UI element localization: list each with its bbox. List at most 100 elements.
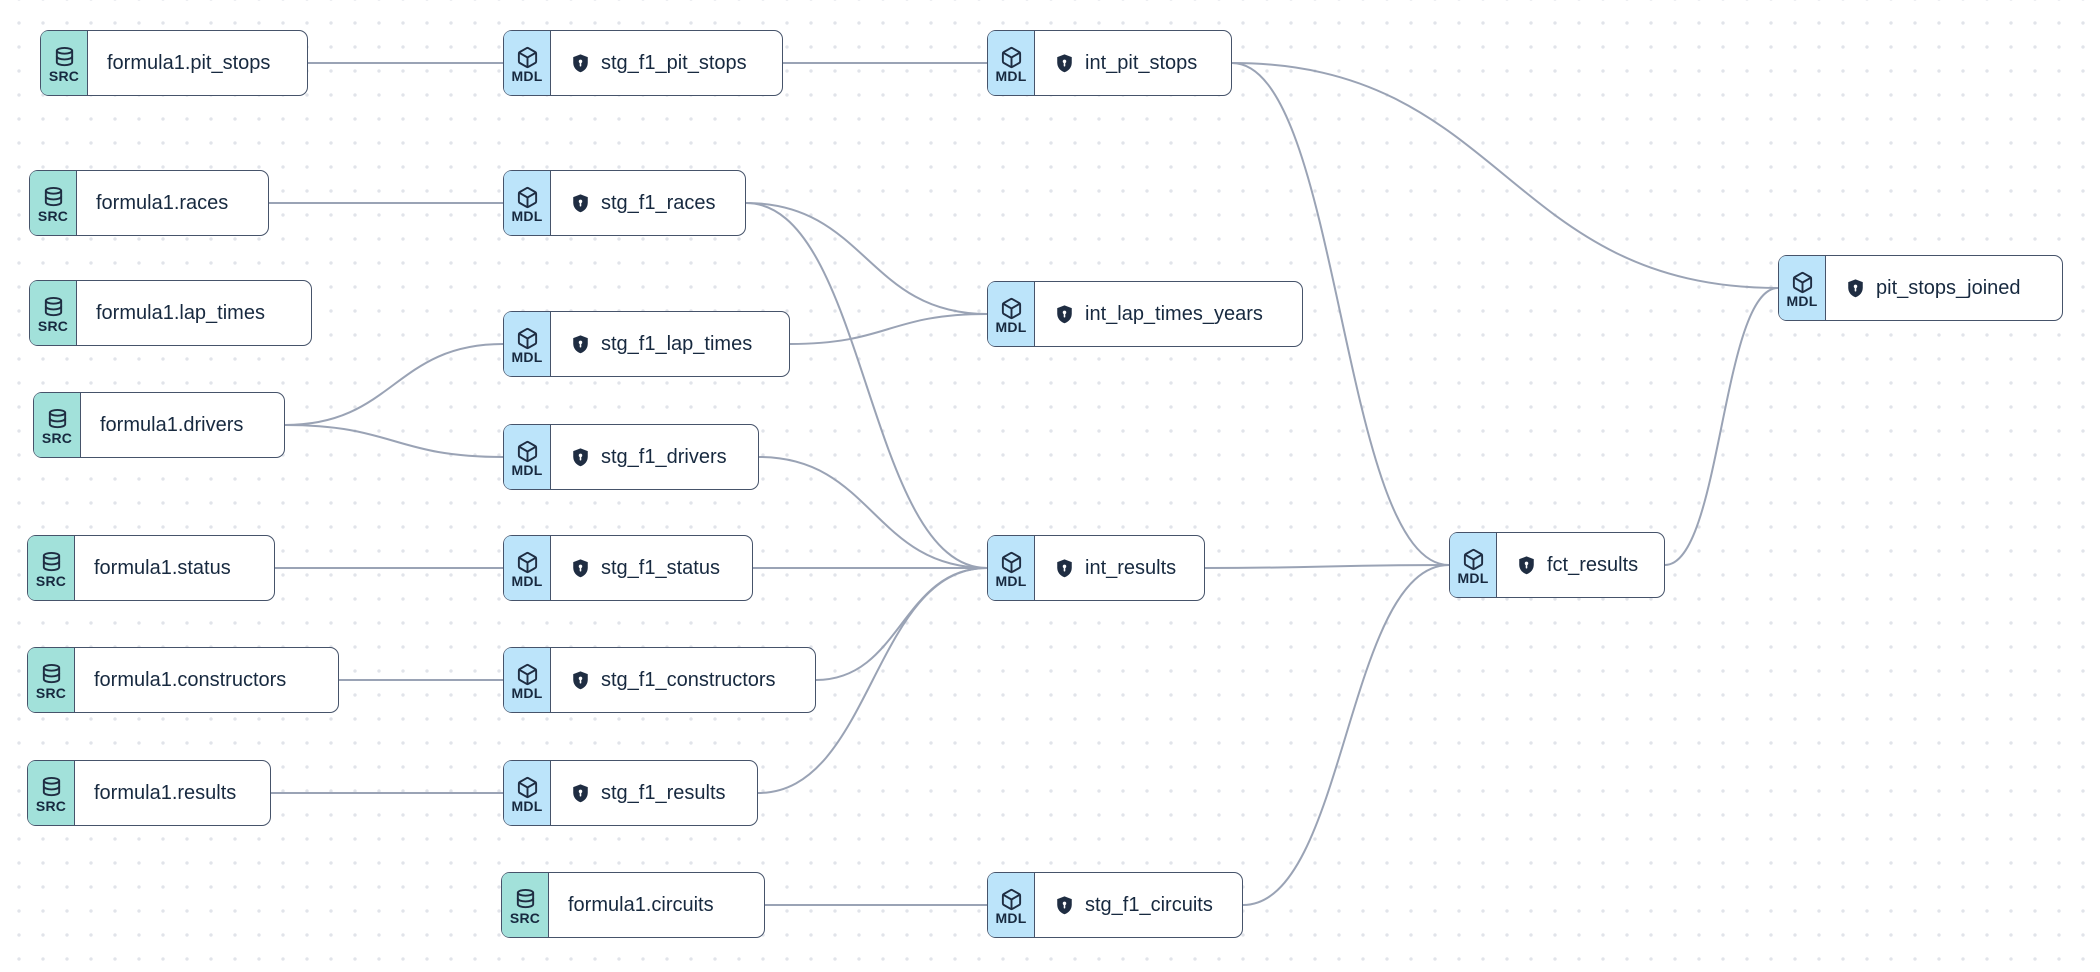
edge-stg_f1_circuits-to-fct_results	[1242, 564, 1450, 906]
node-label: stg_f1_status	[601, 556, 720, 579]
model-type-badge: MDL	[988, 536, 1035, 600]
node-type-label: MDL	[511, 207, 543, 224]
edge-fct_results-to-pit_stops_joined	[1664, 287, 1779, 566]
node-formula1.drivers[interactable]: SRC formula1.drivers	[33, 392, 285, 458]
database-icon	[53, 46, 76, 69]
node-type-label: SRC	[37, 317, 69, 334]
node-type-label: MDL	[511, 797, 543, 814]
database-icon	[514, 888, 537, 911]
node-type-label: MDL	[1786, 292, 1818, 309]
database-icon	[40, 551, 63, 574]
node-formula1.pit_stops[interactable]: SRC formula1.pit_stops	[40, 30, 308, 96]
model-type-badge: MDL	[988, 282, 1035, 346]
model-type-badge: MDL	[504, 171, 551, 235]
source-type-badge: SRC	[34, 393, 81, 457]
edge-stg_f1_races-to-int_lap_times_years	[745, 202, 988, 315]
node-type-label: MDL	[511, 572, 543, 589]
node-type-label: SRC	[41, 429, 73, 446]
node-label: formula1.pit_stops	[107, 51, 271, 74]
node-formula1.status[interactable]: SRC formula1.status	[27, 535, 275, 601]
node-body: stg_f1_lap_times	[551, 312, 789, 376]
shield-icon	[570, 447, 591, 468]
node-body: stg_f1_races	[551, 171, 745, 235]
node-stg_f1_results[interactable]: MDL stg_f1_results	[503, 760, 758, 826]
node-type-label: SRC	[35, 797, 67, 814]
source-type-badge: SRC	[30, 171, 77, 235]
node-label: stg_f1_circuits	[1085, 893, 1213, 916]
database-icon	[42, 186, 65, 209]
model-type-badge: MDL	[504, 312, 551, 376]
node-label: formula1.lap_times	[96, 301, 265, 324]
model-type-badge: MDL	[1779, 256, 1826, 320]
node-body: fct_results	[1497, 533, 1664, 597]
database-icon	[42, 296, 65, 319]
node-body: formula1.constructors	[75, 648, 338, 712]
cube-icon	[1000, 888, 1023, 911]
shield-icon	[570, 670, 591, 691]
node-type-label: MDL	[1457, 569, 1489, 586]
node-body: formula1.status	[75, 536, 274, 600]
node-body: stg_f1_results	[551, 761, 757, 825]
database-icon	[40, 776, 63, 799]
node-stg_f1_drivers[interactable]: MDL stg_f1_drivers	[503, 424, 759, 490]
model-type-badge: MDL	[1450, 533, 1497, 597]
node-type-label: MDL	[511, 348, 543, 365]
node-label: stg_f1_drivers	[601, 445, 727, 468]
node-body: int_lap_times_years	[1035, 282, 1302, 346]
node-label: stg_f1_results	[601, 781, 726, 804]
node-label: formula1.constructors	[94, 668, 287, 691]
node-body: formula1.lap_times	[77, 281, 311, 345]
node-label: stg_f1_races	[601, 191, 716, 214]
node-label: formula1.status	[94, 556, 231, 579]
node-body: stg_f1_drivers	[551, 425, 758, 489]
node-type-label: SRC	[35, 572, 67, 589]
node-label: stg_f1_lap_times	[601, 332, 753, 355]
node-type-label: MDL	[995, 67, 1027, 84]
shield-icon	[1516, 555, 1537, 576]
node-type-label: SRC	[48, 67, 80, 84]
node-int_pit_stops[interactable]: MDL int_pit_stops	[987, 30, 1232, 96]
node-stg_f1_lap_times[interactable]: MDL stg_f1_lap_times	[503, 311, 790, 377]
edge-formula1.drivers-to-stg_f1_drivers	[284, 424, 504, 458]
node-label: pit_stops_joined	[1876, 276, 2021, 299]
node-body: formula1.pit_stops	[88, 31, 307, 95]
node-formula1.lap_times[interactable]: SRC formula1.lap_times	[29, 280, 312, 346]
edge-stg_f1_drivers-to-int_results	[758, 456, 988, 569]
node-stg_f1_status[interactable]: MDL stg_f1_status	[503, 535, 753, 601]
node-body: int_pit_stops	[1035, 31, 1231, 95]
source-type-badge: SRC	[41, 31, 88, 95]
node-stg_f1_races[interactable]: MDL stg_f1_races	[503, 170, 746, 236]
model-type-badge: MDL	[988, 31, 1035, 95]
edge-int_pit_stops-to-pit_stops_joined	[1231, 62, 1779, 289]
shield-icon	[570, 53, 591, 74]
node-label: formula1.races	[96, 191, 229, 214]
model-type-badge: MDL	[504, 425, 551, 489]
node-fct_results[interactable]: MDL fct_results	[1449, 532, 1665, 598]
node-label: stg_f1_constructors	[601, 668, 776, 691]
node-type-label: MDL	[995, 909, 1027, 926]
edge-stg_f1_results-to-int_results	[757, 567, 988, 794]
node-body: int_results	[1035, 536, 1204, 600]
model-type-badge: MDL	[504, 761, 551, 825]
cube-icon	[516, 186, 539, 209]
node-type-label: MDL	[511, 67, 543, 84]
node-stg_f1_pit_stops[interactable]: MDL stg_f1_pit_stops	[503, 30, 783, 96]
node-label: stg_f1_pit_stops	[601, 51, 747, 74]
database-icon	[40, 663, 63, 686]
node-formula1.races[interactable]: SRC formula1.races	[29, 170, 269, 236]
node-stg_f1_circuits[interactable]: MDL stg_f1_circuits	[987, 872, 1243, 938]
node-pit_stops_joined[interactable]: MDL pit_stops_joined	[1778, 255, 2063, 321]
node-label: int_pit_stops	[1085, 51, 1198, 74]
node-body: stg_f1_circuits	[1035, 873, 1242, 937]
model-type-badge: MDL	[988, 873, 1035, 937]
node-body: formula1.races	[77, 171, 268, 235]
node-label: formula1.drivers	[100, 413, 244, 436]
cube-icon	[516, 440, 539, 463]
